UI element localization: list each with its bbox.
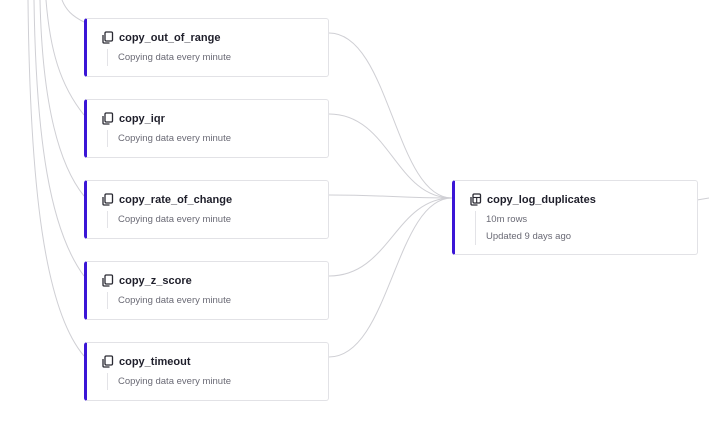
table-copy-icon xyxy=(470,193,482,206)
edge-upstream-1 xyxy=(61,0,85,23)
node-title: copy_z_score xyxy=(119,274,192,287)
edge-upstream-2 xyxy=(45,0,85,116)
edge-rate-to-target xyxy=(328,194,453,199)
node-title: copy_timeout xyxy=(119,355,191,368)
node-header: copy_iqr xyxy=(101,112,165,125)
edge-iqr-to-target xyxy=(328,113,453,199)
node-meta: 10m rows Updated 9 days ago xyxy=(475,211,571,245)
node-subtitle: Copying data every minute xyxy=(118,214,232,225)
copy-icon xyxy=(102,274,114,287)
node-header: copy_rate_of_change xyxy=(101,193,232,206)
node-copy-log-duplicates[interactable]: copy_log_duplicates 10m rows Updated 9 d… xyxy=(452,180,698,255)
node-copy-out-of-range[interactable]: copy_out_of_range Copying data every min… xyxy=(84,18,329,77)
edge-upstream-3 xyxy=(39,0,85,197)
node-meta: Copying data every minute xyxy=(107,373,231,390)
node-header: copy_out_of_range xyxy=(101,31,220,44)
node-meta: Copying data every minute xyxy=(107,49,231,66)
node-title: copy_iqr xyxy=(119,112,165,125)
edge-upstream-5 xyxy=(27,0,85,357)
node-copy-iqr[interactable]: copy_iqr Copying data every minute xyxy=(84,99,329,158)
node-row-count: 10m rows xyxy=(486,214,528,225)
node-subtitle: Copying data every minute xyxy=(118,295,232,306)
copy-icon xyxy=(102,193,114,206)
node-updated: Updated 9 days ago xyxy=(486,231,572,242)
edge-timeout-to-target xyxy=(328,197,453,358)
copy-icon xyxy=(102,112,114,125)
copy-icon xyxy=(102,31,114,44)
edge-upstream-4 xyxy=(33,0,85,277)
node-meta: Copying data every minute xyxy=(107,292,231,309)
edge-out-of-range-to-target xyxy=(328,32,453,199)
node-header: copy_z_score xyxy=(101,274,192,287)
node-copy-timeout[interactable]: copy_timeout Copying data every minute xyxy=(84,342,329,401)
node-header: copy_timeout xyxy=(101,355,191,368)
node-subtitle: Copying data every minute xyxy=(118,133,232,144)
node-meta: Copying data every minute xyxy=(107,211,231,228)
node-copy-rate-of-change[interactable]: copy_rate_of_change Copying data every m… xyxy=(84,180,329,239)
node-meta: Copying data every minute xyxy=(107,130,231,147)
node-title: copy_rate_of_change xyxy=(119,193,233,206)
node-copy-z-score[interactable]: copy_z_score Copying data every minute xyxy=(84,261,329,320)
edge-zscore-to-target xyxy=(328,197,453,277)
edge-target-downstream xyxy=(696,197,709,201)
node-header: copy_log_duplicates xyxy=(469,193,596,206)
node-subtitle: Copying data every minute xyxy=(118,52,232,63)
node-subtitle: Copying data every minute xyxy=(118,376,232,387)
node-title: copy_log_duplicates xyxy=(487,193,596,206)
node-title: copy_out_of_range xyxy=(119,31,221,44)
copy-icon xyxy=(102,355,114,368)
